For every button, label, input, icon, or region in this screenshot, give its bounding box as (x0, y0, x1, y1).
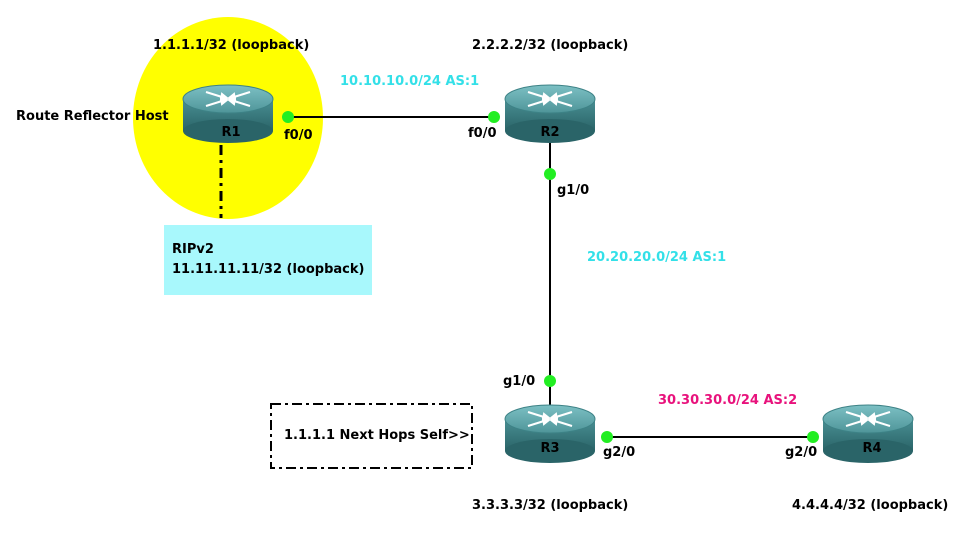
interface-label-r3-g2-0: g2/0 (603, 445, 636, 460)
port-r3-g2-0[interactable] (601, 431, 613, 443)
next-hop-self-note: 1.1.1.1 Next Hops Self>> (284, 428, 470, 443)
port-r4-g2-0[interactable] (807, 431, 819, 443)
loopback-label-r4: 4.4.4.4/32 (loopback) (792, 498, 949, 513)
interface-label-r1-f0-0: f0/0 (284, 128, 313, 143)
router-label-r3: R3 (540, 441, 559, 456)
port-r2-f0-0[interactable] (488, 111, 500, 123)
port-r1-f0-0[interactable] (282, 111, 294, 123)
port-r3-g1-0[interactable] (544, 375, 556, 387)
route-reflector-label: Route Reflector Host (16, 109, 169, 124)
router-label-r1: R1 (221, 125, 240, 140)
rip-protocol-label: RIPv2 (172, 242, 214, 257)
rip-box (164, 225, 372, 295)
interface-label-r2-g1-0: g1/0 (557, 183, 590, 198)
rip-loopback-label: 11.11.11.11/32 (loopback) (172, 262, 365, 277)
router-label-r2: R2 (540, 125, 559, 140)
router-label-r4: R4 (862, 441, 881, 456)
interface-label-r3-g1-0: g1/0 (503, 374, 536, 389)
port-r2-g1-0[interactable] (544, 168, 556, 180)
note-box (270, 403, 473, 469)
loopback-label-r3: 3.3.3.3/32 (loopback) (472, 498, 629, 513)
subnet-label-r1-r2: 10.10.10.0/24 AS:1 (340, 74, 480, 89)
interface-label-r2-f0-0: f0/0 (468, 126, 497, 141)
loopback-label-r2: 2.2.2.2/32 (loopback) (472, 38, 629, 53)
subnet-label-r3-r4: 30.30.30.0/24 AS:2 (658, 393, 798, 408)
subnet-label-r2-r3: 20.20.20.0/24 AS:1 (587, 250, 727, 265)
loopback-label-r1: 1.1.1.1/32 (loopback) (153, 38, 310, 53)
interface-label-r4-g2-0: g2/0 (785, 445, 818, 460)
